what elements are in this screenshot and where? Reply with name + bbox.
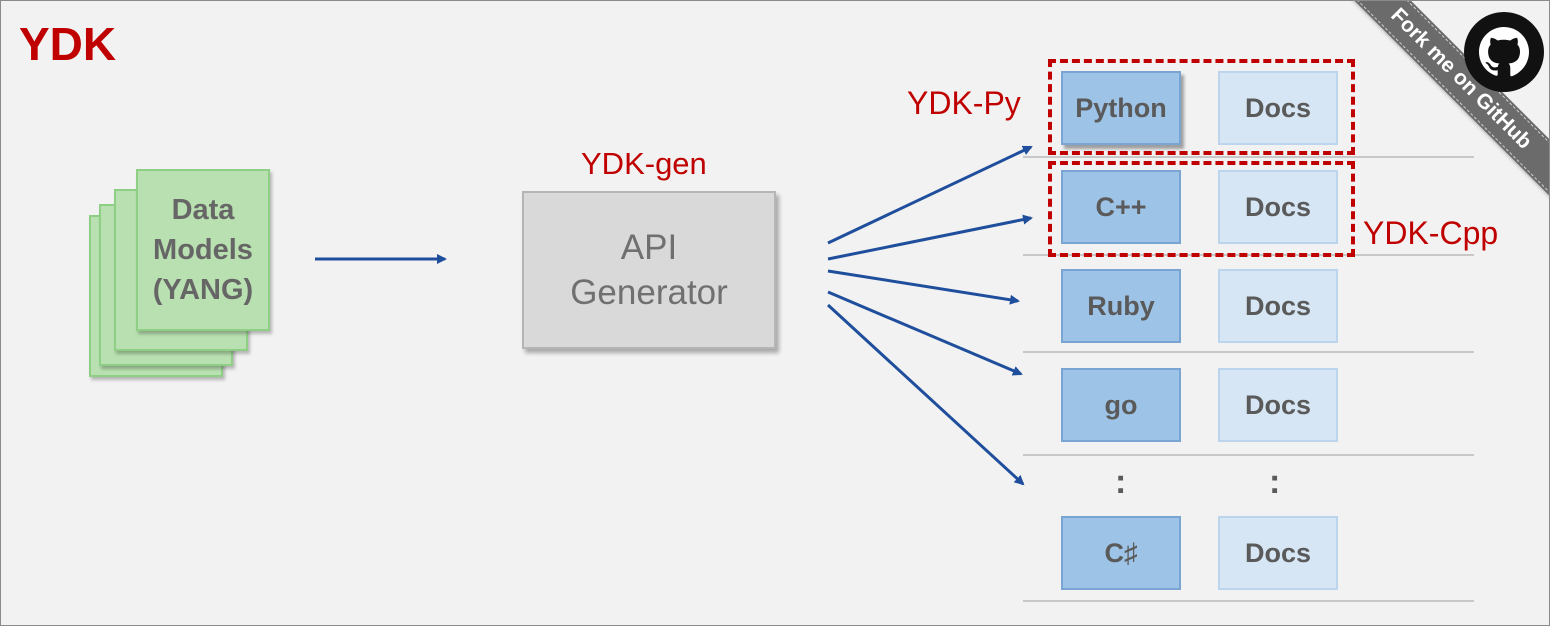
- docs-box-cpp: Docs: [1218, 170, 1338, 244]
- lang-box-cpp: C++: [1061, 170, 1181, 244]
- ydk-cpp-label: YDK-Cpp: [1363, 215, 1499, 251]
- api-generator-line-2: Generator: [570, 273, 728, 312]
- docs-box-python: Docs: [1218, 71, 1338, 145]
- lang-box-ruby: Ruby: [1061, 269, 1181, 343]
- ellipsis-docs: :: [1269, 463, 1281, 501]
- row-separator: [1023, 156, 1474, 158]
- arrow-to-cpp: [827, 214, 1033, 261]
- arrow-to-python: [827, 145, 1033, 245]
- lang-box-python: Python: [1061, 71, 1181, 145]
- arrow-to-ruby: [827, 269, 1020, 305]
- ydk-cpp-bundle-outline: [1048, 161, 1355, 257]
- ellipsis-lang: :: [1115, 463, 1127, 501]
- data-models-line-1: Data: [171, 194, 235, 226]
- generator-label: YDK-gen: [581, 146, 707, 181]
- data-models-line-3: (YANG): [152, 274, 254, 306]
- docs-box-go: Docs: [1218, 368, 1338, 442]
- ydk-py-bundle-outline: [1048, 59, 1355, 155]
- api-generator-line-1: API: [620, 228, 678, 267]
- data-models-box: Data Models (YANG): [136, 169, 270, 331]
- api-generator-box: API Generator: [522, 191, 776, 349]
- row-separator: [1023, 454, 1474, 456]
- ydk-py-label: YDK-Py: [907, 85, 1021, 121]
- row-separator: [1023, 351, 1474, 353]
- arrow-to-more: [826, 303, 1025, 486]
- docs-box-ruby: Docs: [1218, 269, 1338, 343]
- lang-box-csharp: C♯: [1061, 516, 1181, 590]
- arrow-to-go: [827, 290, 1023, 376]
- data-models-line-2: Models: [153, 234, 253, 266]
- docs-box-csharp: Docs: [1218, 516, 1338, 590]
- github-octocat-icon[interactable]: [1463, 11, 1545, 93]
- lang-box-go: go: [1061, 368, 1181, 442]
- diagram-title: YDK: [19, 18, 117, 70]
- row-separator: [1023, 600, 1474, 602]
